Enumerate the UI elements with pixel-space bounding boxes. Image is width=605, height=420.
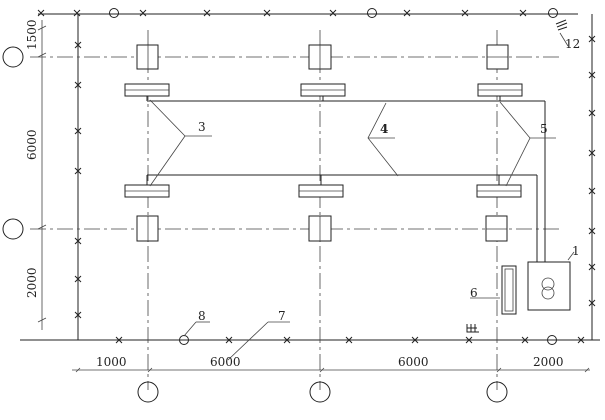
label-12: 12 (565, 37, 580, 51)
label-8: 8 (198, 309, 206, 323)
label-5: 5 (540, 122, 548, 136)
axis-bubble-2 (309, 381, 331, 403)
dim-left-3: 2000 (25, 267, 39, 298)
leader-lines (149, 99, 575, 361)
label-7: 7 (278, 309, 286, 323)
dim-bottom-2: 6000 (210, 355, 241, 369)
light-fixtures (124, 83, 523, 198)
hand-symbol-icon (555, 19, 568, 31)
cabinet-box (501, 265, 517, 315)
dim-left-2: 6000 (25, 129, 39, 160)
label-6: 6 (470, 286, 478, 300)
axis-bubble-a (2, 46, 24, 68)
dim-bottom-3: 6000 (398, 355, 429, 369)
fence-markers (37, 8, 596, 345)
axis-bubbles (2, 46, 508, 403)
dimension-lines (37, 20, 590, 373)
wiring-lines (146, 96, 546, 262)
axis-bubble-b (2, 218, 24, 240)
label-1: 1 (572, 244, 580, 258)
axis-bubble-1 (137, 381, 159, 403)
transformer-box (527, 261, 571, 311)
label-3: 3 (198, 120, 206, 134)
dim-bottom-1: 1000 (96, 355, 127, 369)
column-footings (136, 44, 509, 242)
label-4: 4 (380, 122, 388, 136)
hand-symbol-icon (466, 324, 479, 333)
axis-bubble-3 (486, 381, 508, 403)
dim-left-1: 1500 (25, 19, 39, 50)
dim-bottom-4: 2000 (533, 355, 564, 369)
site-fence (20, 13, 600, 341)
